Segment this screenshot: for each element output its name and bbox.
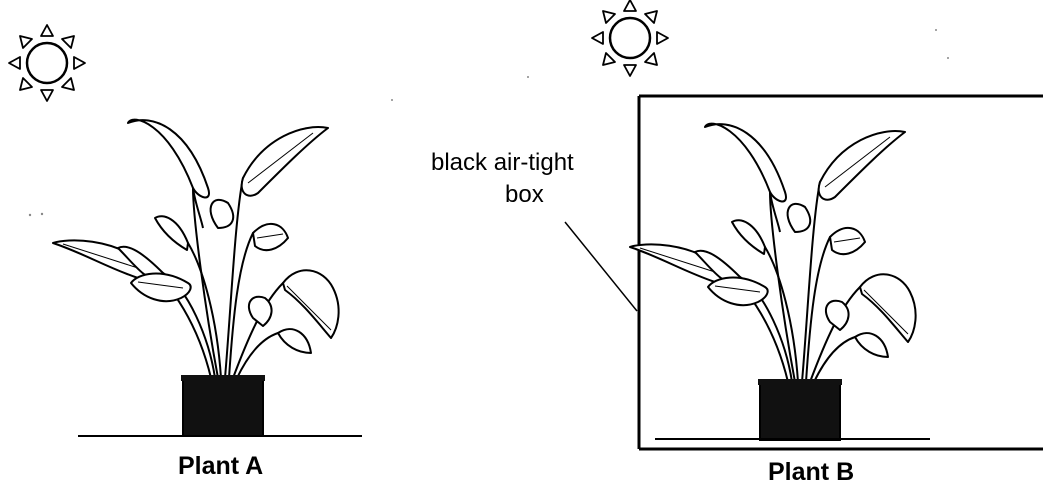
plant-b bbox=[630, 124, 916, 440]
box-caption-line2: box bbox=[505, 180, 544, 209]
potted-plant-icon bbox=[53, 120, 339, 436]
plant-a bbox=[53, 120, 339, 436]
plant-b-label: Plant B bbox=[768, 458, 854, 487]
box-pointer-line bbox=[565, 222, 637, 311]
sun-icon bbox=[592, 0, 668, 76]
potted-plant-icon bbox=[630, 124, 916, 440]
box-caption-line1: black air-tight bbox=[431, 148, 574, 177]
scan-specks bbox=[29, 29, 949, 216]
sun-icon bbox=[9, 25, 85, 101]
plant-a-label: Plant A bbox=[178, 452, 263, 481]
